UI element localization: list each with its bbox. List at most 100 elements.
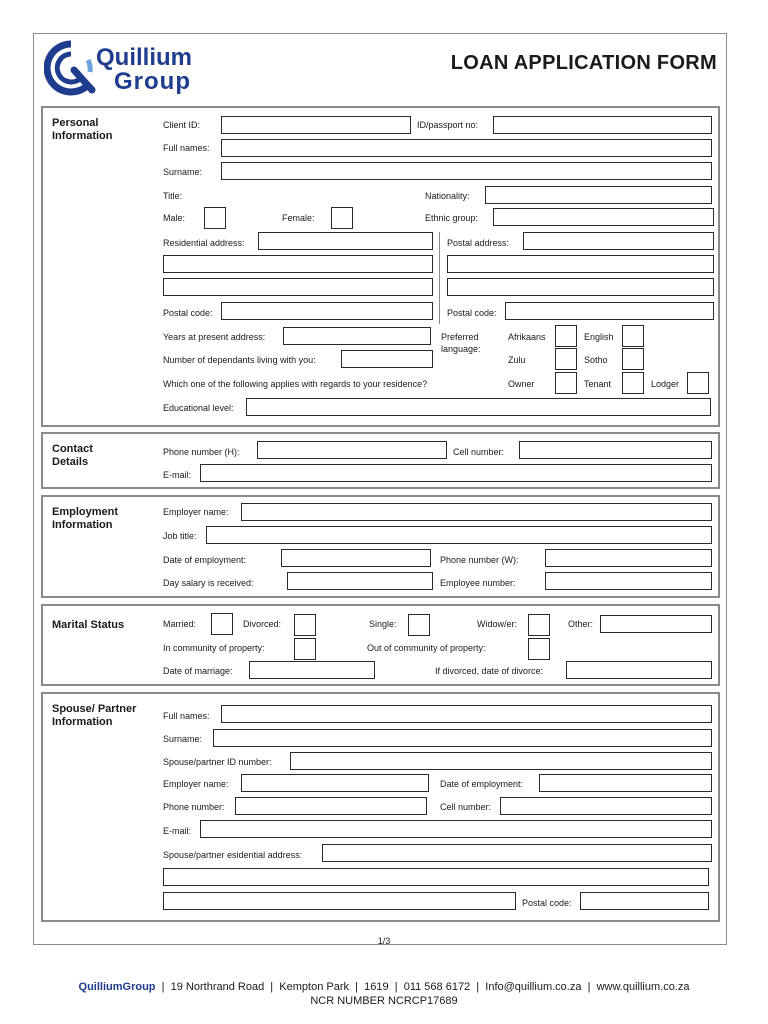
afrikaans-checkbox[interactable] — [555, 325, 577, 347]
label-spouse-address: Spouse/partner esidential address: — [163, 850, 303, 860]
tenant-checkbox[interactable] — [622, 372, 644, 394]
single-checkbox[interactable] — [408, 614, 430, 636]
phone-work-field[interactable] — [545, 549, 712, 567]
ethnic-group-field[interactable] — [493, 208, 714, 226]
spouse-full-names-field[interactable] — [221, 705, 712, 723]
in-community-checkbox[interactable] — [294, 638, 316, 660]
label-spouse-cell: Cell number: — [440, 802, 492, 812]
section-employment: Employment Information — [41, 495, 720, 598]
label-lodger: Lodger — [651, 379, 680, 389]
cell-number-field[interactable] — [519, 441, 712, 459]
section-title-spouse: Spouse/ Partner Information — [52, 703, 137, 728]
female-checkbox[interactable] — [331, 207, 353, 229]
residential-address-field-1[interactable] — [258, 232, 433, 250]
postal-code-field[interactable] — [505, 302, 714, 320]
label-surname: Surname: — [163, 167, 203, 177]
postal-address-field-2[interactable] — [447, 255, 714, 273]
divorced-checkbox[interactable] — [294, 614, 316, 636]
label-date-of-marriage: Date of marriage: — [163, 666, 233, 676]
postal-address-field-3[interactable] — [447, 278, 714, 296]
section-title-marital: Marital Status — [52, 619, 125, 631]
label-postal-code-postal: Postal code: — [447, 308, 497, 318]
spouse-employer-field[interactable] — [241, 774, 429, 792]
residential-postal-code-field[interactable] — [221, 302, 433, 320]
section-personal: Personal Information — [41, 106, 720, 427]
logo-text-group: Group — [114, 68, 191, 95]
label-ethnic-group: Ethnic group: — [425, 213, 479, 223]
footer-code: 1619 — [364, 981, 389, 993]
date-of-employment-field[interactable] — [281, 549, 431, 567]
surname-field[interactable] — [221, 162, 712, 180]
date-of-divorce-field[interactable] — [566, 661, 712, 679]
male-checkbox[interactable] — [204, 207, 226, 229]
label-id-passport: ID/passport no: — [417, 120, 479, 130]
educational-level-field[interactable] — [246, 398, 711, 416]
spouse-cell-field[interactable] — [500, 797, 712, 815]
label-zulu: Zulu — [508, 355, 526, 365]
spouse-postal-code-field[interactable] — [580, 892, 709, 910]
full-names-field[interactable] — [221, 139, 712, 157]
job-title-field[interactable] — [206, 526, 712, 544]
spouse-surname-field[interactable] — [213, 729, 712, 747]
sotho-checkbox[interactable] — [622, 348, 644, 370]
id-passport-field[interactable] — [493, 116, 712, 134]
email-field[interactable] — [200, 464, 712, 482]
footer-separator: | — [267, 981, 277, 993]
footer-brand-bold: Quillium — [78, 981, 123, 993]
company-logo: Quillium Group — [44, 40, 224, 100]
lodger-checkbox[interactable] — [687, 372, 709, 394]
years-at-address-field[interactable] — [283, 327, 431, 345]
phone-home-field[interactable] — [257, 441, 447, 459]
zulu-checkbox[interactable] — [555, 348, 577, 370]
label-single: Single: — [369, 619, 397, 629]
spouse-id-number-field[interactable] — [290, 752, 712, 770]
footer-city: Kempton Park — [279, 981, 349, 993]
label-out-community: Out of community of property: — [367, 643, 486, 653]
section-title-contact: Contact Details — [52, 443, 93, 468]
footer-separator: | — [158, 981, 168, 993]
widow-checkbox[interactable] — [528, 614, 550, 636]
label-in-community: In community of property: — [163, 643, 265, 653]
label-job-title: Job title: — [163, 531, 197, 541]
logo-q-icon — [44, 40, 96, 96]
nationality-field[interactable] — [485, 186, 712, 204]
salary-day-field[interactable] — [287, 572, 433, 590]
label-spouse-full-names: Full names: — [163, 711, 210, 721]
label-dependants: Number of dependants living with you: — [163, 355, 316, 365]
page-frame — [33, 33, 727, 945]
spouse-address-field-3[interactable] — [163, 892, 516, 910]
spouse-address-field-2[interactable] — [163, 868, 709, 886]
label-email: E-mail: — [163, 470, 192, 480]
residential-address-field-2[interactable] — [163, 255, 433, 273]
section-title-employment: Employment Information — [52, 506, 119, 531]
section-title-personal: Personal Information — [52, 117, 113, 142]
label-english: English — [584, 332, 614, 342]
residential-address-field-3[interactable] — [163, 278, 433, 296]
label-title: Title: — [163, 191, 183, 201]
label-widow: Widow/er: — [477, 619, 518, 629]
married-checkbox[interactable] — [211, 613, 233, 635]
date-of-marriage-field[interactable] — [249, 661, 375, 679]
spouse-address-field-1[interactable] — [322, 844, 712, 862]
footer-website-link[interactable]: www.quillium.co.za — [596, 981, 690, 993]
spouse-email-field[interactable] — [200, 820, 712, 838]
section-contact: Contact Details — [41, 432, 720, 489]
out-community-checkbox[interactable] — [528, 638, 550, 660]
employer-name-field[interactable] — [241, 503, 712, 521]
postal-address-field-1[interactable] — [523, 232, 714, 250]
label-full-names: Full names: — [163, 143, 210, 153]
label-owner: Owner — [508, 379, 535, 389]
employee-number-field[interactable] — [545, 572, 712, 590]
label-married: Married: — [163, 619, 197, 629]
footer-email-link[interactable]: Info@quillium.co.za — [485, 981, 582, 993]
label-date-of-divorce: If divorced, date of divorce: — [435, 666, 544, 676]
footer-ncr-number: NCR NUMBER NCRCP17689 — [310, 995, 458, 1007]
other-marital-field[interactable] — [600, 615, 712, 633]
owner-checkbox[interactable] — [555, 372, 577, 394]
client-id-field[interactable] — [221, 116, 411, 134]
spouse-phone-field[interactable] — [235, 797, 427, 815]
spouse-date-of-employment-field[interactable] — [539, 774, 712, 792]
english-checkbox[interactable] — [622, 325, 644, 347]
dependants-field[interactable] — [341, 350, 433, 368]
label-employer-name: Employer name: — [163, 507, 229, 517]
